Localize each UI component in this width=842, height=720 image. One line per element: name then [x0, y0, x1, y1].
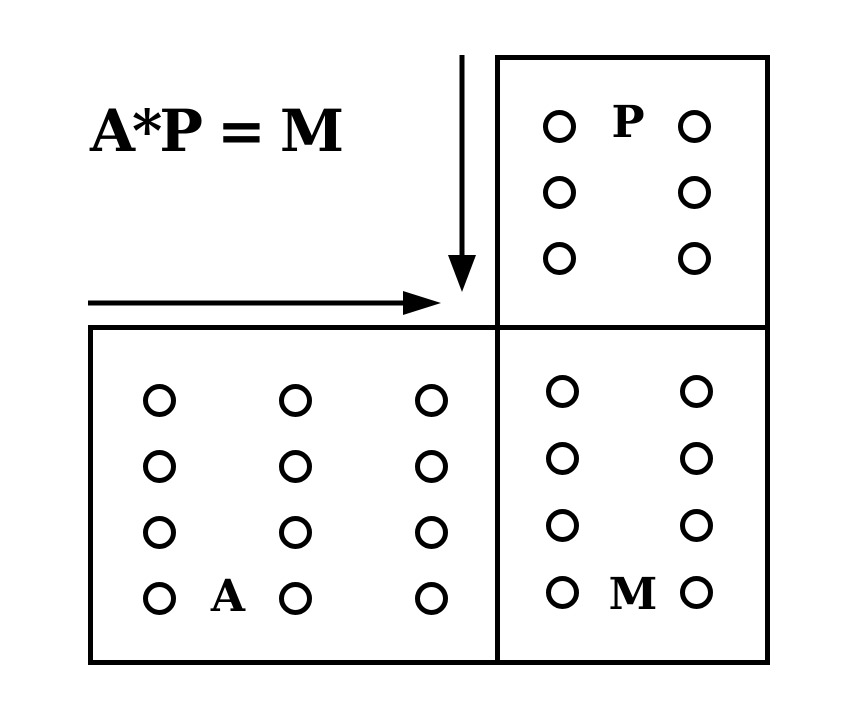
- matrix-element-dot: [143, 384, 176, 417]
- matrix-element-dot: [543, 176, 576, 209]
- down-arrow-icon: [448, 55, 476, 292]
- matrix-element-dot: [678, 242, 711, 275]
- matrix-element-dot: [543, 110, 576, 143]
- matrix-element-dot: [678, 176, 711, 209]
- matrix-element-dot: [143, 450, 176, 483]
- matrix-element-dot: [415, 384, 448, 417]
- matrix-element-dot: [678, 110, 711, 143]
- equation-title: A*P = M: [90, 97, 344, 165]
- matrix-element-dot: [680, 442, 713, 475]
- matrix-element-dot: [279, 384, 312, 417]
- matrix-element-dot: [415, 516, 448, 549]
- matrix-m-dots: [546, 375, 713, 609]
- matrix-p-dots: [543, 110, 711, 275]
- matrix-p-label: P: [611, 97, 645, 148]
- matrix-element-dot: [546, 442, 579, 475]
- matrix-element-dot: [546, 509, 579, 542]
- matrix-element-dot: [680, 576, 713, 609]
- matrix-element-dot: [543, 242, 576, 275]
- matrix-element-dot: [143, 516, 176, 549]
- matrix-element-dot: [415, 582, 448, 615]
- right-arrow-icon: [88, 291, 441, 315]
- matrix-element-dot: [143, 582, 176, 615]
- matrix-a-label: A: [210, 571, 246, 622]
- matrix-element-dot: [546, 375, 579, 408]
- matrix-element-dot: [279, 516, 312, 549]
- matrix-m-label: M: [608, 569, 658, 620]
- matrix-element-dot: [546, 576, 579, 609]
- matrix-element-dot: [279, 582, 312, 615]
- matrix-element-dot: [279, 450, 312, 483]
- matrix-element-dot: [415, 450, 448, 483]
- matrix-element-dot: [680, 509, 713, 542]
- matrix-element-dot: [680, 375, 713, 408]
- matrix-a-dots: [143, 384, 448, 615]
